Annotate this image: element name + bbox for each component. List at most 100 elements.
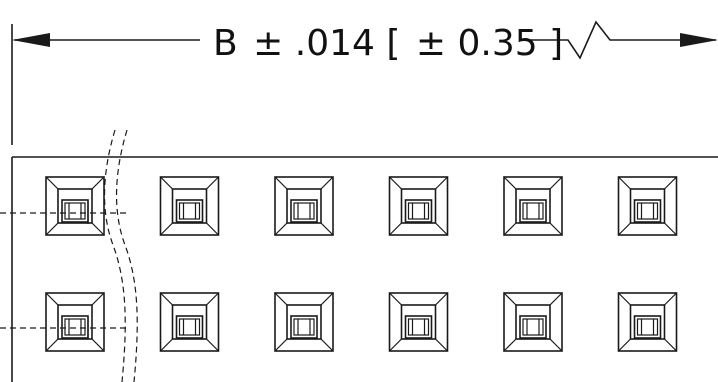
pocket-outer xyxy=(503,292,563,352)
pocket-bevel xyxy=(206,292,219,306)
pocket-outer xyxy=(45,292,105,352)
component-body xyxy=(633,199,662,223)
pocket-inner xyxy=(57,304,93,340)
pocket xyxy=(388,292,449,352)
pocket-bevel xyxy=(45,176,59,190)
pocket-bevel xyxy=(320,292,334,306)
pocket-bevel xyxy=(91,176,105,190)
pocket-outer xyxy=(617,292,678,352)
component-inner xyxy=(178,202,201,220)
component-body xyxy=(404,199,433,223)
pocket-outer xyxy=(274,176,334,236)
break-line-2 xyxy=(115,129,138,382)
dim-close-bracket: ] xyxy=(549,23,563,64)
pocket xyxy=(617,176,678,236)
pocket-inner xyxy=(286,304,322,340)
pocket-bevel xyxy=(435,338,448,352)
pocket-bevel xyxy=(664,176,677,190)
pocket-bevel xyxy=(389,222,402,236)
pocket-bevel xyxy=(320,176,334,190)
pocket xyxy=(388,176,449,236)
pocket-bevel xyxy=(91,292,105,306)
pocket-bevel xyxy=(45,222,59,236)
component-inner xyxy=(178,318,201,336)
pocket-bevel xyxy=(549,338,563,352)
pocket-bevel xyxy=(389,176,402,190)
component-body xyxy=(175,199,204,223)
pocket-bevel xyxy=(549,176,563,190)
component-inner xyxy=(522,202,544,220)
dimension-text: B ± .014 [ ± 0.35 ] xyxy=(213,23,563,64)
pocket-inner xyxy=(400,304,437,340)
pocket-bevel xyxy=(503,338,517,352)
component-body xyxy=(519,315,547,339)
pocket-bevel xyxy=(45,292,59,306)
pocket-bevel xyxy=(503,292,517,306)
pocket-bevel xyxy=(160,338,173,352)
pocket-bevel xyxy=(664,292,677,306)
pocket-inner xyxy=(171,188,208,224)
pocket xyxy=(503,176,563,236)
dim-mm-value: 0.35 xyxy=(458,23,538,64)
pocket-outer xyxy=(503,176,563,236)
component-body xyxy=(404,315,433,339)
pocket-bevel xyxy=(664,222,677,236)
pocket-outer xyxy=(388,292,449,352)
pocket-bevel xyxy=(503,222,517,236)
pocket-bevel xyxy=(45,338,59,352)
pocket-bevel xyxy=(91,338,105,352)
dim-plusminus-mm: ± xyxy=(416,23,446,64)
component-body xyxy=(290,315,318,339)
component-body xyxy=(633,315,662,339)
pocket-outer xyxy=(159,292,220,352)
break-symbol xyxy=(530,20,716,60)
pocket-inner xyxy=(171,304,208,340)
pocket-bevel xyxy=(160,222,173,236)
pocket-inner xyxy=(629,304,666,340)
pocket-outer xyxy=(45,176,105,236)
pocket-bevel xyxy=(664,338,677,352)
pocket-inner xyxy=(57,188,93,224)
pocket-bevel xyxy=(206,222,219,236)
pocket-bevel xyxy=(320,222,334,236)
pocket xyxy=(159,292,220,352)
component-body xyxy=(519,199,547,223)
component-inner xyxy=(64,318,86,336)
pocket-bevel xyxy=(618,292,631,306)
pocket-bevel xyxy=(389,338,402,352)
component-body xyxy=(290,199,318,223)
break-line-1 xyxy=(103,129,126,382)
pocket-outer xyxy=(159,176,220,236)
pocket xyxy=(274,176,334,236)
pocket-bevel xyxy=(618,176,631,190)
dim-open-bracket: [ xyxy=(386,23,400,64)
component-body xyxy=(175,315,204,339)
component-inner xyxy=(636,318,659,336)
pocket-inner xyxy=(515,188,551,224)
pocket-bevel xyxy=(274,176,288,190)
component-inner xyxy=(407,202,430,220)
dim-inch-value: .014 xyxy=(295,23,375,64)
pocket xyxy=(274,292,334,352)
arrow-right-icon xyxy=(680,33,718,47)
pocket-outer xyxy=(617,176,678,236)
pocket-inner xyxy=(286,188,322,224)
component-inner xyxy=(64,202,86,220)
pocket-bevel xyxy=(389,292,402,306)
pocket-bevel xyxy=(274,338,288,352)
pocket-inner xyxy=(515,304,551,340)
dim-label: B xyxy=(213,23,238,64)
pocket-bevel xyxy=(160,292,173,306)
pocket-bevel xyxy=(206,338,219,352)
pocket-bevel xyxy=(160,176,173,190)
pocket-bevel xyxy=(274,222,288,236)
pocket-outer xyxy=(274,292,334,352)
component-inner xyxy=(293,202,315,220)
pocket xyxy=(503,292,563,352)
pocket-bevel xyxy=(206,176,219,190)
component-inner xyxy=(522,318,544,336)
pocket-bevel xyxy=(618,222,631,236)
pocket-bevel xyxy=(435,222,448,236)
pocket-bevel xyxy=(274,292,288,306)
